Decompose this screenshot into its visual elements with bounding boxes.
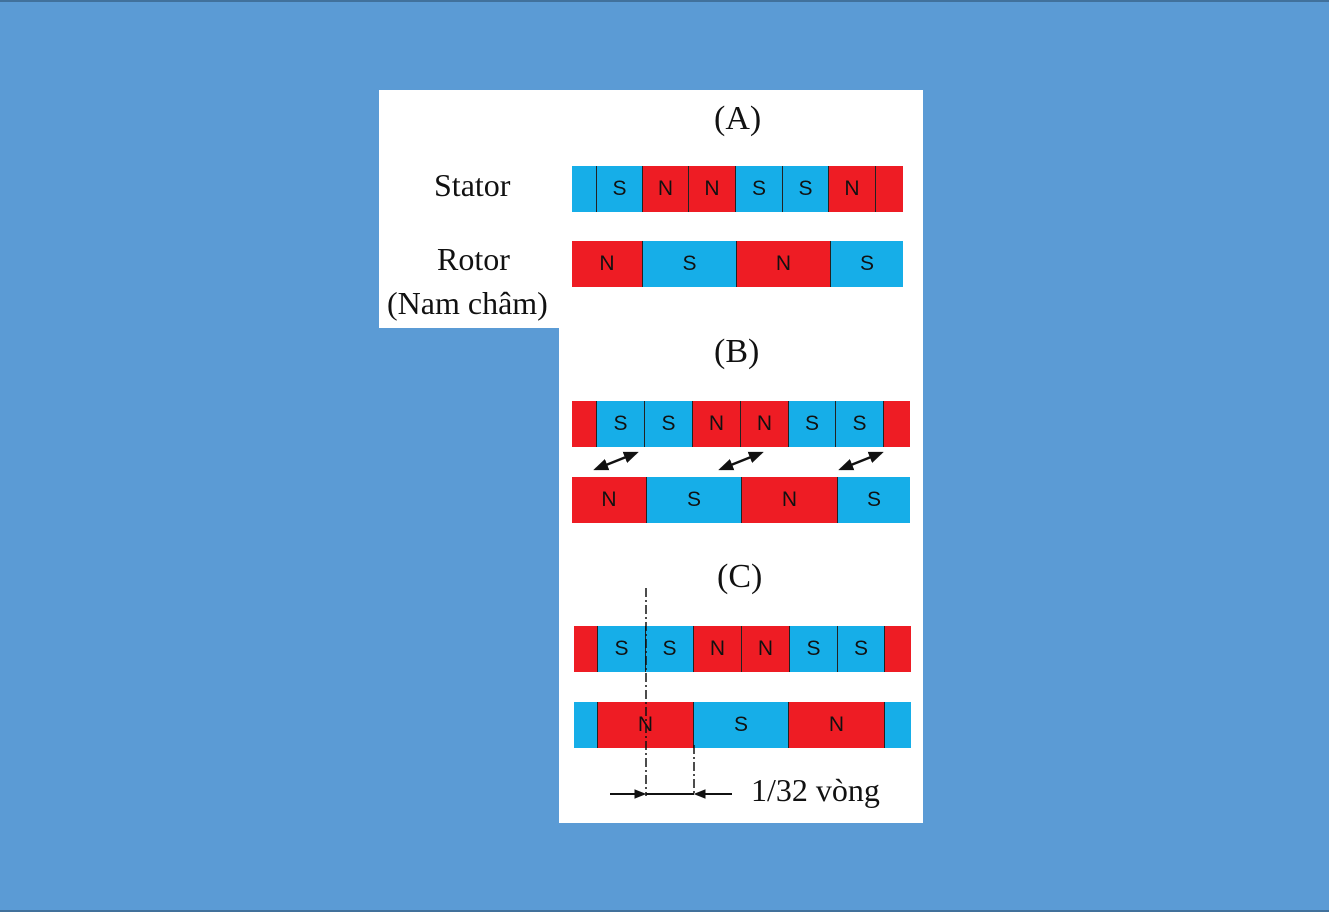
title-a: (A) [714, 100, 762, 137]
pole-segment [572, 401, 597, 447]
pole-segment: S [646, 626, 694, 672]
pole-segment: N [789, 702, 885, 748]
pole-segment: N [741, 401, 789, 447]
pole-segment: S [790, 626, 838, 672]
pole-segment: S [831, 241, 903, 287]
pole-segment: N [829, 166, 876, 212]
pole-segment: S [597, 166, 643, 212]
pole-segment: S [694, 702, 789, 748]
title-b: (B) [714, 333, 760, 370]
attraction-arrow-icon [718, 451, 764, 471]
pole-segment: N [742, 626, 790, 672]
pole-segment: N [737, 241, 831, 287]
pole-segment: N [643, 166, 689, 212]
attraction-arrow-icon [838, 451, 884, 471]
pole-segment: S [647, 477, 742, 523]
rotor-label: Rotor [437, 241, 510, 277]
attraction-arrow-icon [593, 451, 639, 471]
pole-segment [574, 626, 598, 672]
stator-strip-a: S N N S S N [572, 166, 903, 212]
rotor-strip-a: N S N S [572, 241, 903, 287]
pole-segment: S [736, 166, 783, 212]
pole-segment: N [693, 401, 741, 447]
stator-strip-c: S S N N S S [574, 626, 911, 672]
frame-top-edge [0, 0, 1329, 2]
rotor-strip-b: N S N S [572, 477, 910, 523]
pole-segment: N [742, 477, 838, 523]
pole-segment [885, 702, 911, 748]
pole-segment: S [645, 401, 693, 447]
pole-segment: S [836, 401, 884, 447]
pole-segment: S [838, 477, 910, 523]
pole-segment: N [689, 166, 736, 212]
pole-segment: N [572, 477, 647, 523]
pole-segment [574, 702, 598, 748]
pole-segment: S [789, 401, 836, 447]
rotor-magnet-note: (Nam châm) [387, 285, 548, 321]
pole-segment: S [597, 401, 645, 447]
pole-segment: S [838, 626, 885, 672]
pole-segment: N [572, 241, 643, 287]
pole-segment [876, 166, 903, 212]
pole-segment [572, 166, 597, 212]
pole-segment: N [694, 626, 742, 672]
pole-segment: S [598, 626, 646, 672]
pole-segment: S [783, 166, 829, 212]
title-c: (C) [717, 558, 763, 595]
pole-segment [884, 401, 910, 447]
frame-bottom-edge [0, 910, 1329, 912]
pole-segment [885, 626, 911, 672]
step-label: 1/32 vòng [751, 772, 880, 808]
pole-segment: S [643, 241, 737, 287]
stator-label: Stator [434, 167, 511, 203]
stator-strip-b: S S N N S S [572, 401, 910, 447]
